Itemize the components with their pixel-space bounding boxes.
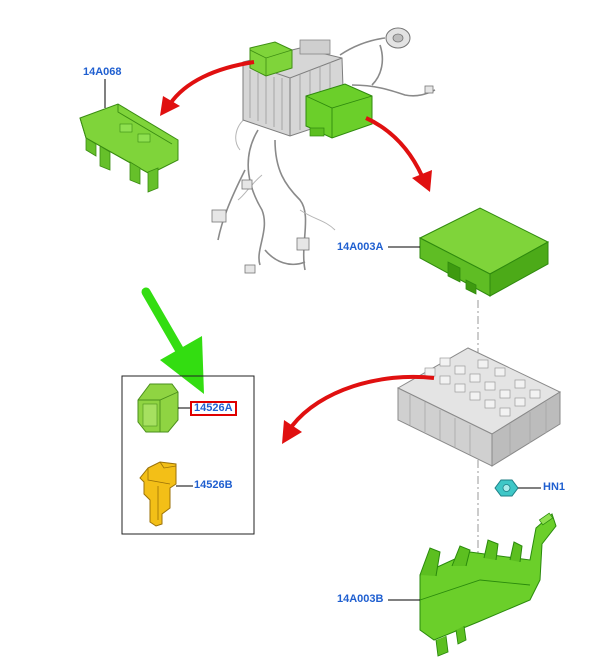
- exploded-arrowhead-14A068: [160, 96, 180, 116]
- exploded-arrow-to-14A003A: [365, 116, 424, 177]
- callout-14A003B[interactable]: 14A003B: [337, 593, 384, 605]
- callout-14526A[interactable]: 14526A: [190, 401, 237, 416]
- highlight-pointer-arrow: [141, 287, 204, 394]
- harness-assembly: [211, 27, 436, 274]
- exploded-arrowhead-14A003A: [412, 170, 432, 192]
- fuse-detail-inset: [121, 375, 255, 535]
- part-14A068-graphic: [79, 103, 179, 193]
- part-14A003A-graphic: [418, 207, 550, 297]
- callout-14A003A[interactable]: 14A003A: [337, 241, 384, 253]
- part-14A003B-graphic: [419, 512, 557, 657]
- part-14526B-graphic: [139, 461, 177, 527]
- part-14526A-graphic: [137, 383, 179, 433]
- exploded-arrowhead-fuses: [282, 420, 302, 444]
- callout-HN1[interactable]: HN1: [543, 481, 566, 493]
- callout-14526B[interactable]: 14526B: [194, 479, 233, 491]
- part-HN1-graphic: [494, 479, 519, 497]
- fuse-box-graphic: [396, 347, 562, 467]
- exploded-arrow-to-14A068: [168, 60, 255, 106]
- exploded-arrow-to-fuses: [290, 374, 435, 428]
- callout-14A068[interactable]: 14A068: [83, 66, 122, 78]
